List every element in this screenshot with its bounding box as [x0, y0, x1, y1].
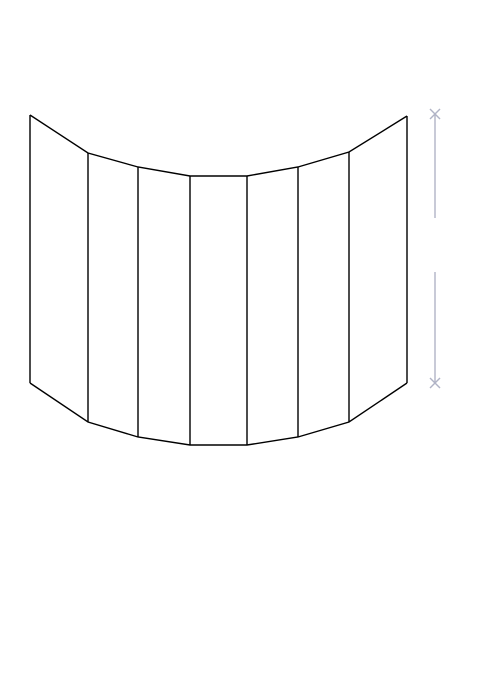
- curved-screen: [29, 114, 408, 446]
- screen-bottom-edge: [29, 382, 408, 446]
- x-mark-icon: [429, 377, 441, 389]
- screen-top-edge: [29, 114, 408, 177]
- height-dimension-line: [429, 108, 441, 389]
